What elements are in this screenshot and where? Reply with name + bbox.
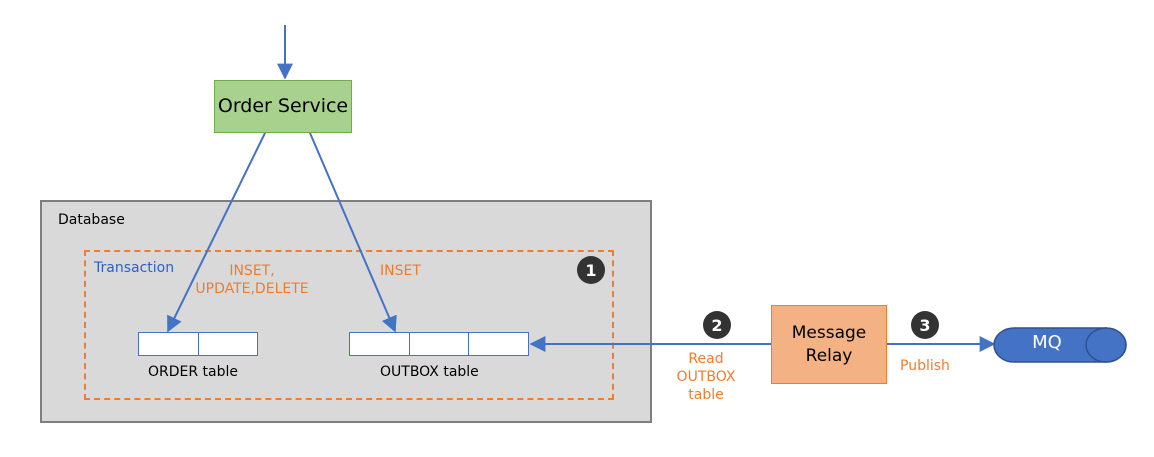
outbox-table [349,332,529,356]
order-table [138,332,258,356]
table-cell [350,333,410,355]
step-3-badge: 3 [911,311,939,339]
read-outbox-label: Read OUTBOX table [676,351,736,403]
outbox-table-label: OUTBOX table [380,364,479,380]
outbox-table-arrow [309,132,397,333]
step-1-badge: 1 [577,256,605,284]
database-label: Database [58,212,125,228]
step-2-badge: 2 [703,311,731,339]
database-container [40,200,652,423]
message-relay-label: Message Relay [791,322,867,366]
order-service-box: Order Service [214,80,352,133]
publish-label: Publish [900,358,950,374]
mq-label: MQ [1032,332,1062,353]
order-operations-label: INSET, UPDATE,DELETE [195,263,309,297]
order-table-label: ORDER table [148,364,239,380]
table-cell [139,333,199,355]
order-service-label: Order Service [217,95,349,117]
message-relay-box: Message Relay [771,305,887,384]
mq-queue-shape [993,327,1127,363]
order-table-arrow [167,132,266,333]
transaction-boundary [84,250,614,400]
table-cell [410,333,470,355]
transaction-label: Transaction [94,260,175,276]
outbox-operations-label: INSET [380,263,421,279]
